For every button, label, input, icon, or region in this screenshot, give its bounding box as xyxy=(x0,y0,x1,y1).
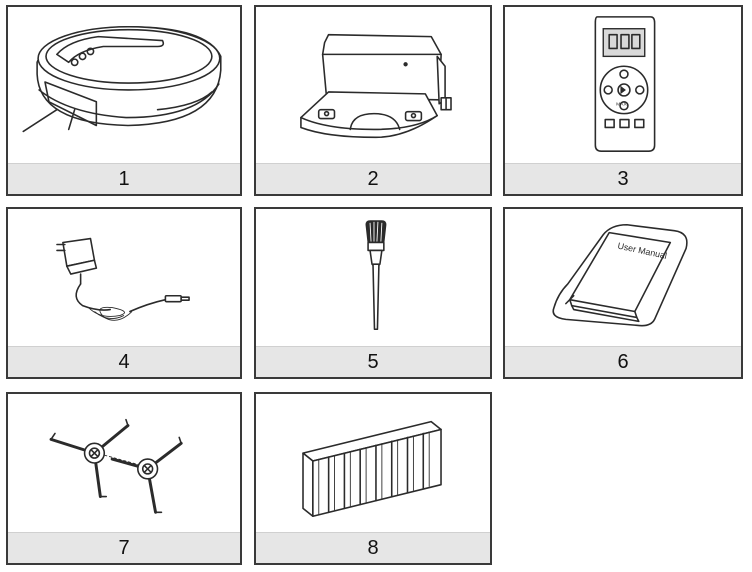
item-number-5: 5 xyxy=(256,346,490,377)
robot-vacuum-icon xyxy=(8,7,240,164)
item-number-3: 3 xyxy=(505,163,741,194)
item-number-2: 2 xyxy=(256,163,490,194)
item-card-2: 2 xyxy=(254,5,492,196)
item-number-7: 7 xyxy=(8,532,240,563)
item-card-3: MAX 3 xyxy=(503,5,743,196)
cleaning-brush-icon xyxy=(256,209,490,347)
user-manual-icon: User Manual xyxy=(505,209,741,347)
item-card-6: User Manual 6 xyxy=(503,207,743,379)
item-number-4: 4 xyxy=(8,346,240,377)
charging-dock-icon xyxy=(256,7,490,164)
item-number-8: 8 xyxy=(256,532,490,563)
item-card-5: 5 xyxy=(254,207,492,379)
virtual-wall-icon xyxy=(256,394,490,533)
item-card-8: 8 xyxy=(254,392,492,565)
item-number-6: 6 xyxy=(505,346,741,377)
item-card-4: 4 xyxy=(6,207,242,379)
side-brushes-icon xyxy=(8,394,240,533)
item-number-1: 1 xyxy=(8,163,240,194)
item-card-1: 1 xyxy=(6,5,242,196)
remote-control-icon: MAX xyxy=(505,7,741,164)
power-adapter-icon xyxy=(8,209,240,347)
item-card-7: 7 xyxy=(6,392,242,565)
svg-text:MAX: MAX xyxy=(616,102,627,108)
